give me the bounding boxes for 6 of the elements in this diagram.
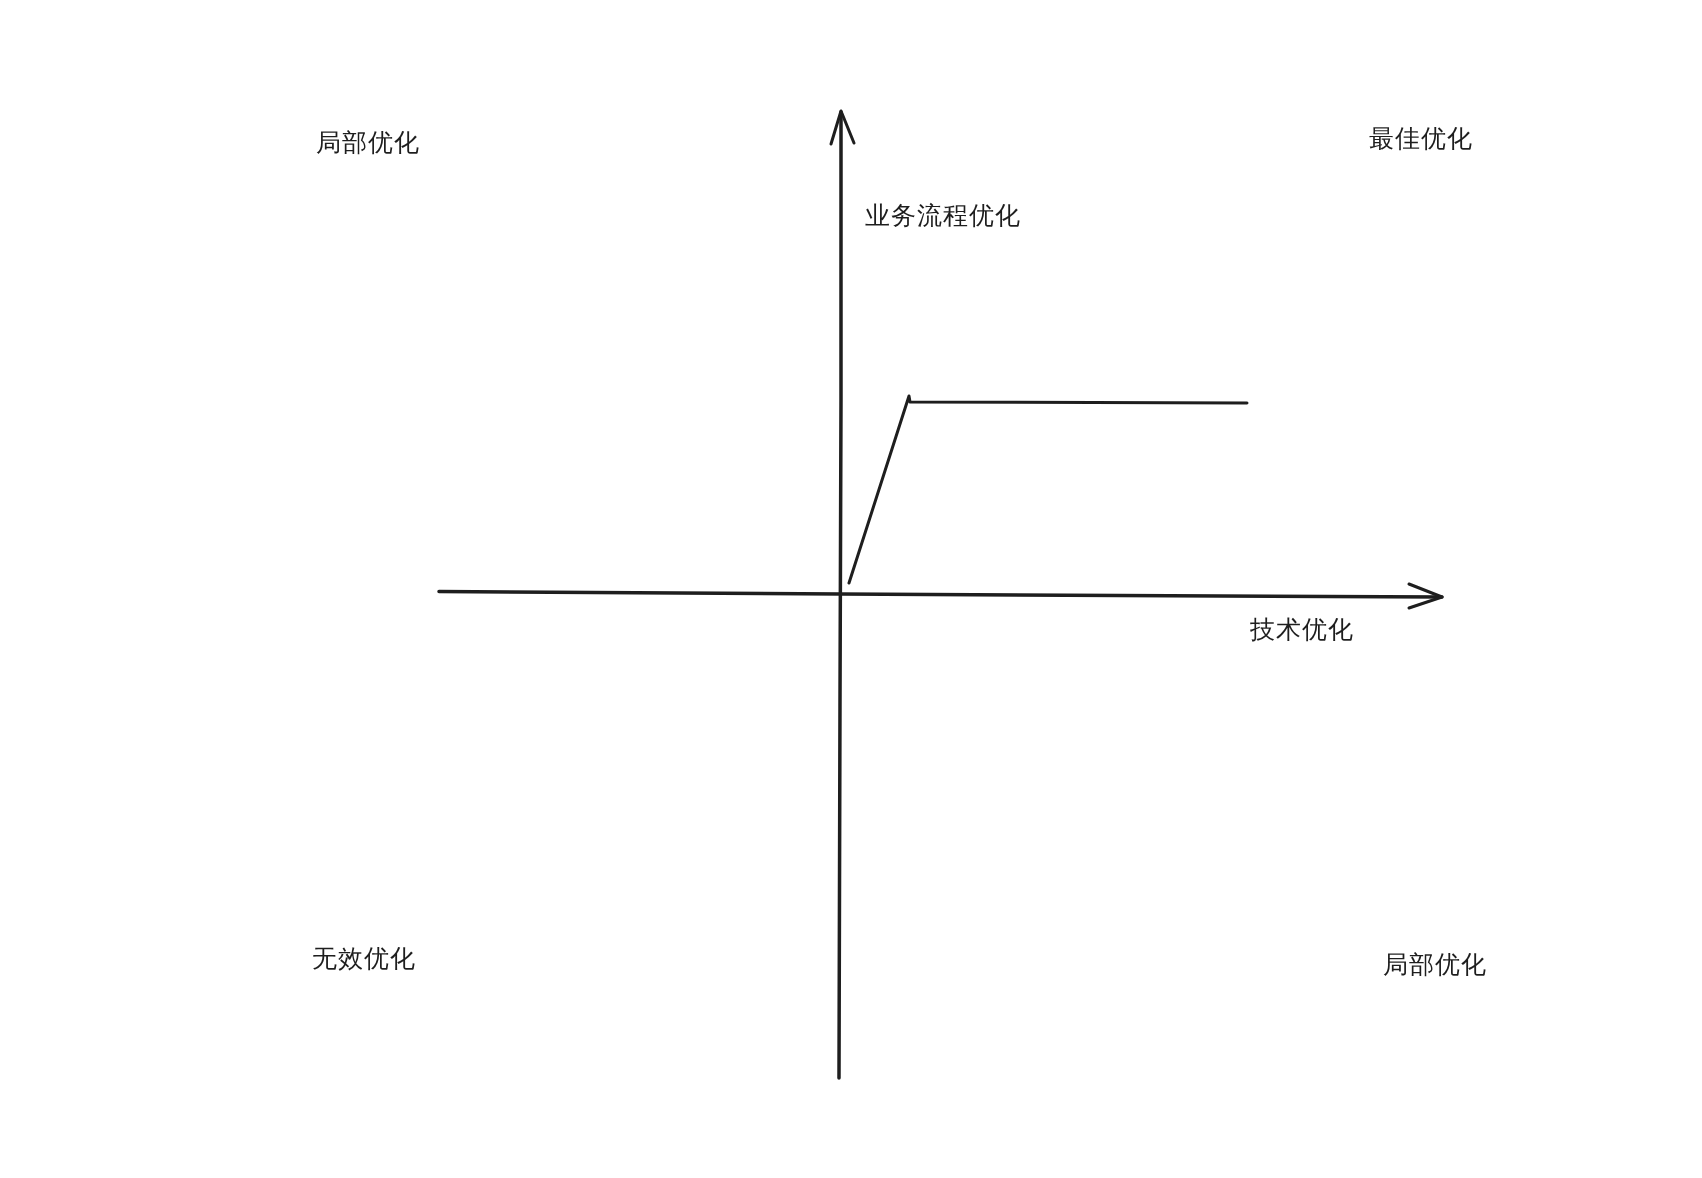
axis-label: 业务流程优化 <box>865 202 1021 230</box>
quadrant-label: 无效优化 <box>312 945 416 973</box>
axis-label: 技术优化 <box>1250 616 1354 644</box>
quadrant-label: 局部优化 <box>316 129 420 157</box>
quadrant-label: 最佳优化 <box>1369 125 1473 153</box>
quadrant-label: 局部优化 <box>1383 951 1487 979</box>
